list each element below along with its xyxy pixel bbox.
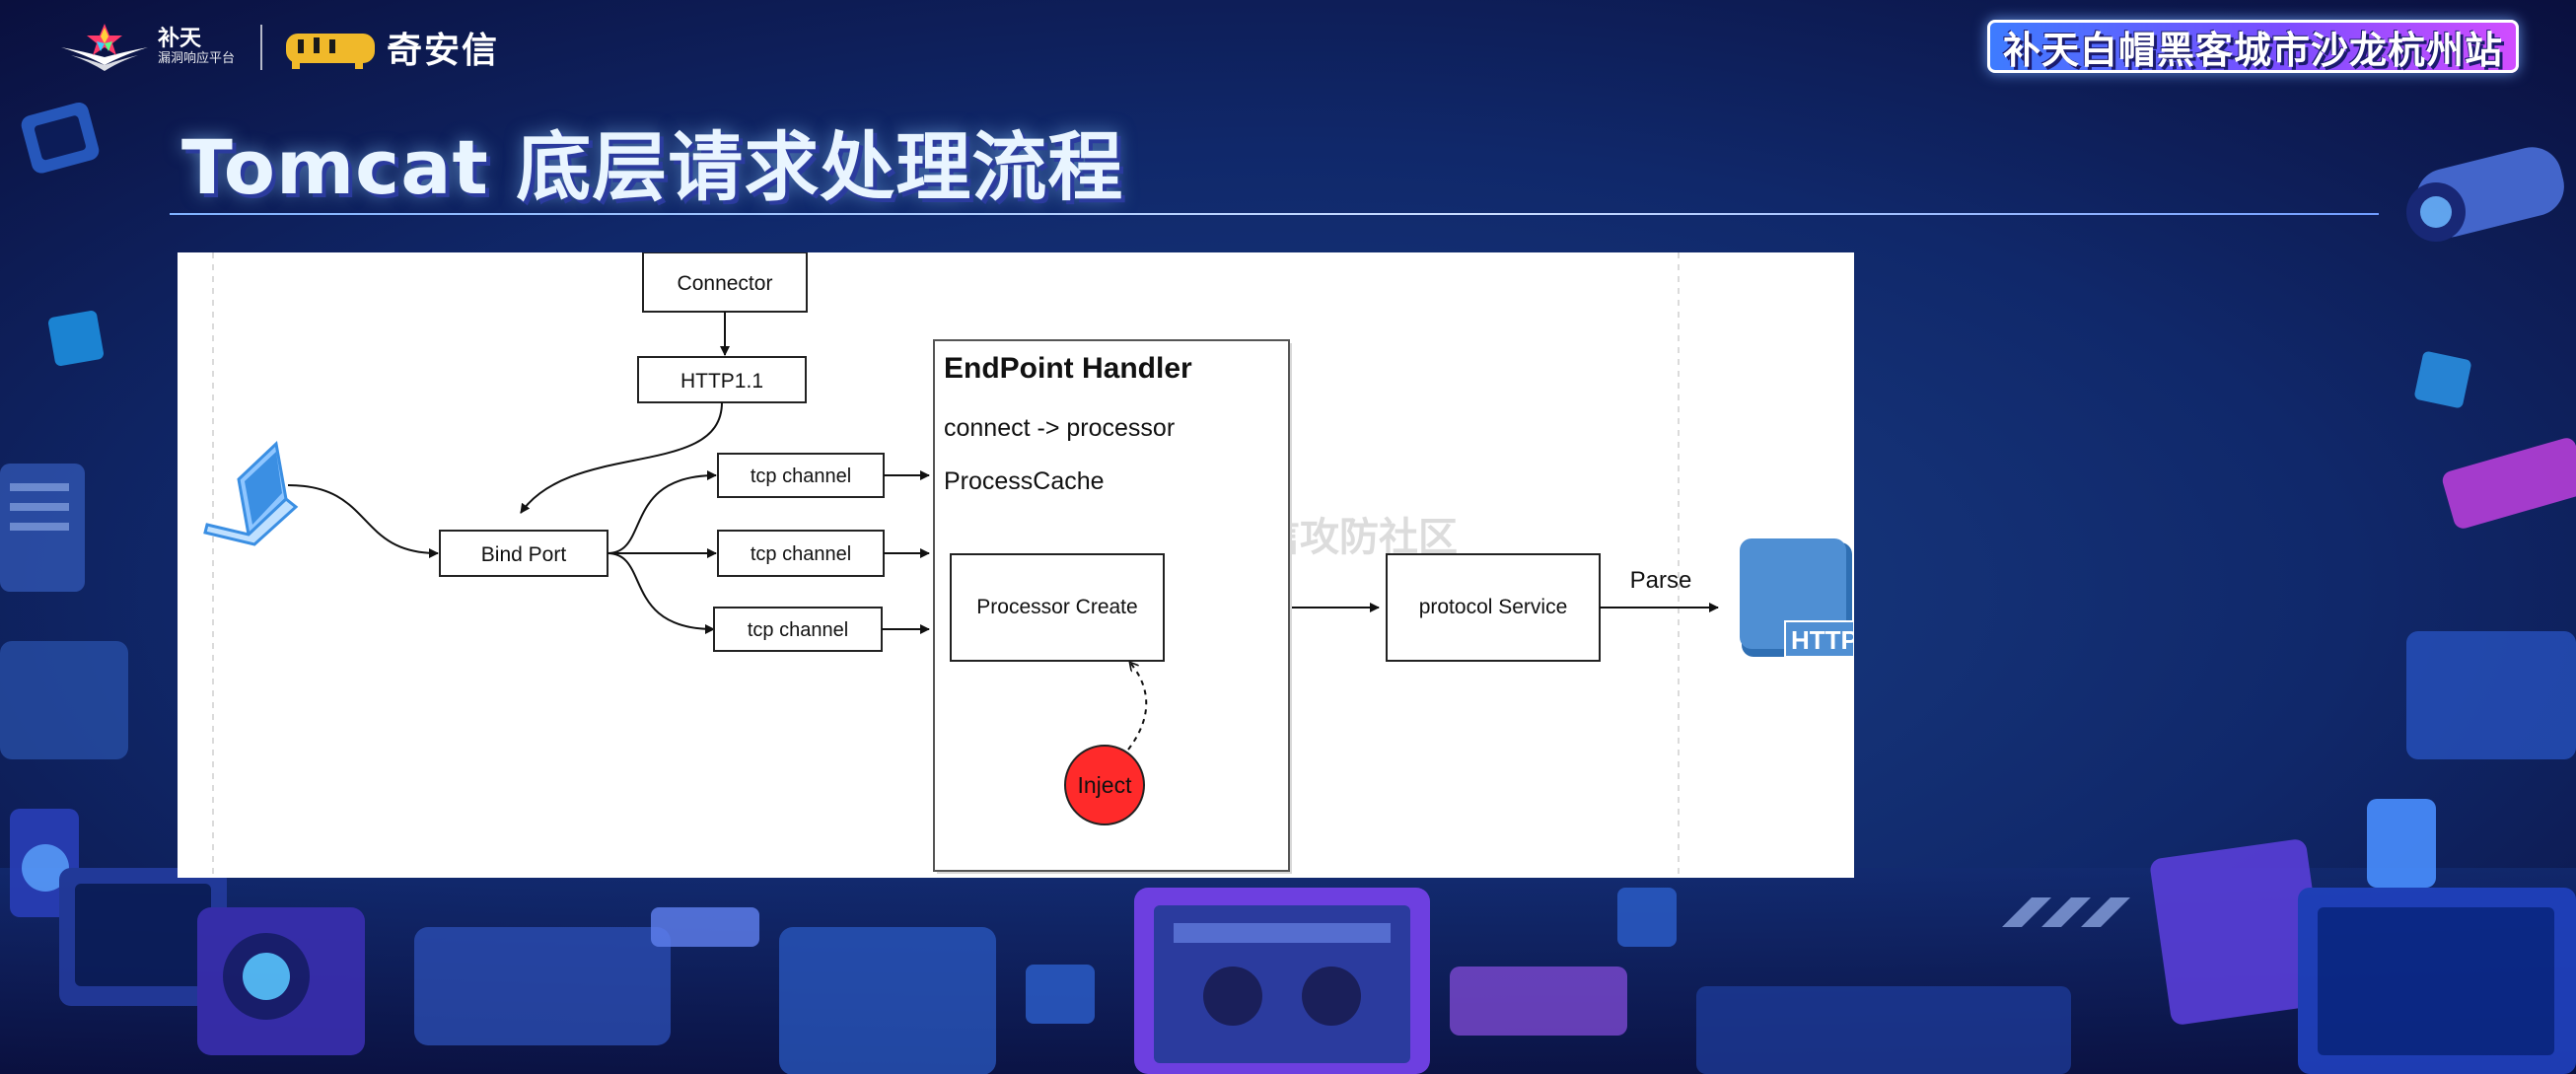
center-laptop-illustration — [1134, 888, 1430, 1074]
processor-create-label: Processor Create — [976, 596, 1137, 618]
endpoint-line-1: connect -> processor — [944, 414, 1175, 442]
title-divider — [170, 213, 2379, 215]
event-title-badge: 补天白帽黑客城市沙龙杭州站 — [1986, 20, 2519, 73]
tcp-channel-label-1: tcp channel — [751, 465, 851, 487]
http-block-icon: HTTP — [1740, 538, 1854, 658]
inject-label: Inject — [1078, 772, 1133, 798]
qax-tiger-logo-icon — [286, 34, 376, 69]
logo-divider — [260, 25, 263, 70]
processor-create-box — [950, 553, 1165, 662]
event-title: 补天白帽黑客城市沙龙杭州站 — [2002, 28, 2503, 72]
tcp-channel-box-3 — [713, 607, 883, 652]
parse-label: Parse — [1630, 567, 1692, 594]
arrow-http-bindport — [520, 401, 723, 514]
header-logos: 补天 漏洞响应平台 奇安信 — [57, 22, 499, 73]
tcp-channel-box-1 — [717, 453, 885, 498]
endpoint-line-2: ProcessCache — [944, 467, 1105, 495]
right-device-illustrations — [1450, 147, 2576, 1074]
partner-name: 奇安信 — [387, 31, 500, 71]
tomcat-flow-diagram: 奇安信攻防社区 Connector HTTP1.1 Bind Port tcp … — [203, 252, 1854, 878]
brand-subtitle: 漏洞响应平台 — [158, 51, 236, 66]
protocol-service-label: protocol Service — [1419, 596, 1568, 618]
http-badge-label: HTTP — [1791, 625, 1854, 655]
diagram-panel: 奇安信攻防社区 Connector HTTP1.1 Bind Port tcp … — [178, 252, 1854, 878]
arrow-inject-processor — [1127, 663, 1148, 751]
connector-box — [642, 252, 808, 313]
endpoint-title: EndPoint Handler — [944, 352, 1192, 385]
http11-box — [637, 356, 807, 403]
arrow-laptop-bindport — [287, 484, 439, 558]
protocol-service-box — [1386, 553, 1601, 662]
butian-logo-icon — [61, 24, 148, 71]
brand-name: 补天 — [158, 27, 202, 51]
client-laptop-icon — [203, 440, 299, 546]
bind-port-label: Bind Port — [481, 543, 567, 566]
connector-label: Connector — [678, 272, 773, 295]
arrow-bindport-tcp1 — [607, 470, 717, 554]
left-device-illustrations — [0, 102, 1095, 1074]
tcp-channel-label-3: tcp channel — [748, 619, 848, 641]
inject-node — [1064, 745, 1145, 825]
arrow-bindport-tcp3 — [607, 552, 715, 634]
http11-label: HTTP1.1 — [680, 370, 763, 393]
slide-title: Tomcat 底层请求处理流程 — [181, 123, 1124, 211]
tcp-channel-label-2: tcp channel — [751, 543, 851, 565]
